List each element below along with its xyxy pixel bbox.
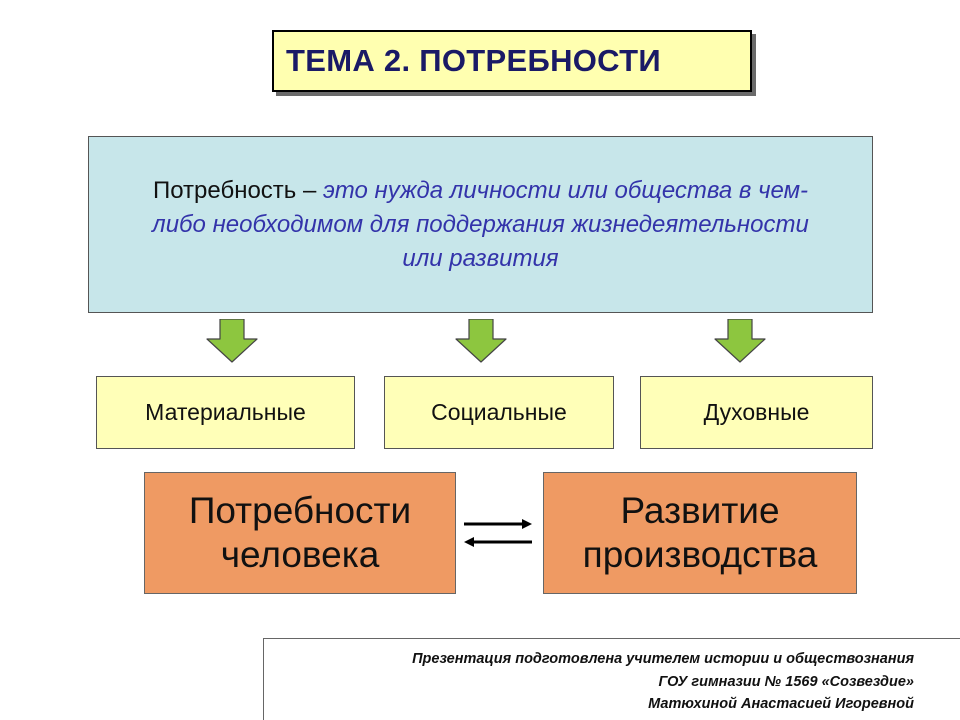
category-social: Социальные (384, 376, 614, 449)
bidirectional-arrow-icon (464, 519, 532, 547)
category-spiritual: Духовные (640, 376, 873, 449)
production-line-1: Развитие (620, 490, 780, 531)
credit-line-3: Матюхиной Анастасией Игоревной (648, 696, 914, 712)
arrow-down-icon (455, 319, 507, 363)
production-line-2: производства (582, 534, 818, 575)
production-development-box: Развитие производства (543, 472, 857, 594)
credit-line-2: ГОУ гимназии № 1569 «Созвездие» (658, 674, 914, 690)
human-needs-line-1: Потребности (188, 490, 412, 531)
definition-box: Потребность – это нужда личности или общ… (88, 136, 873, 313)
definition-text: Потребность – это нужда личности или общ… (141, 174, 821, 276)
definition-term: Потребность – (152, 176, 323, 204)
arrow-down-icon (714, 319, 766, 363)
definition-body: это нужда личности или общества в чем-ли… (152, 176, 809, 272)
credit-box: Презентация подготовлена учителем истори… (263, 638, 960, 720)
title-box: ТЕМА 2. ПОТРЕБНОСТИ (272, 30, 752, 92)
page-title: ТЕМА 2. ПОТРЕБНОСТИ (286, 43, 661, 78)
credit-line-1: Презентация подготовлена учителем истори… (412, 651, 914, 667)
category-material: Материальные (96, 376, 355, 449)
human-needs-line-2: человека (220, 534, 380, 575)
arrow-down-icon (206, 319, 258, 363)
human-needs-box: Потребности человека (144, 472, 456, 594)
